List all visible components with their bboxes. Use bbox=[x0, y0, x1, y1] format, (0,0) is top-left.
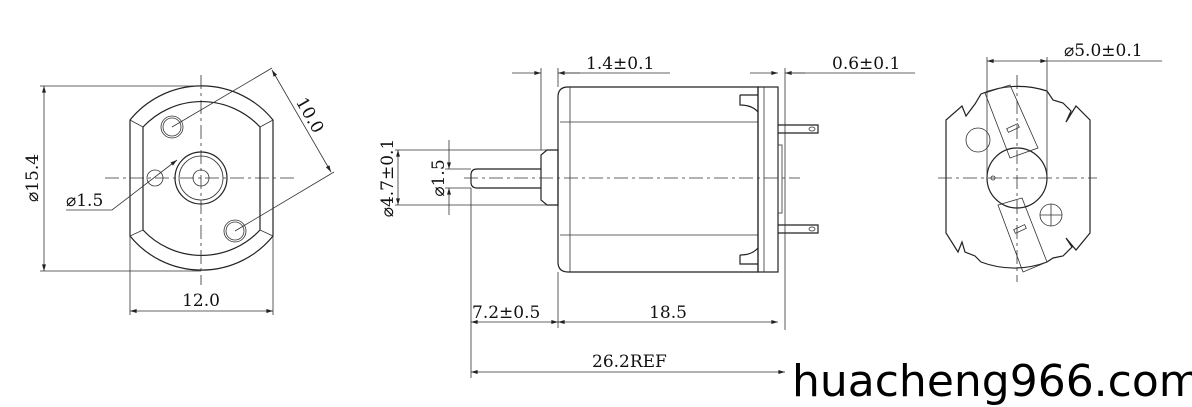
side-view: 1.4±0.1 0.6±0.1 ⌀4.7±0.1 ⌀1.5 7.2±0.5 18… bbox=[378, 54, 915, 378]
dim-hole-spacing: 10.0 bbox=[291, 94, 327, 137]
dim-shaft-length: 7.2±0.5 bbox=[472, 303, 540, 323]
dim-total-length: 26.2REF bbox=[592, 352, 667, 372]
rear-view: ⌀5.0±0.1 bbox=[938, 41, 1162, 282]
dim-width: 12.0 bbox=[182, 291, 220, 311]
dim-shaft-diameter: ⌀1.5 bbox=[429, 159, 449, 196]
dim-front-bearing: 1.4±0.1 bbox=[586, 54, 654, 74]
watermark: huacheng966.com bbox=[792, 356, 1192, 407]
dim-boss-diameter: ⌀4.7±0.1 bbox=[378, 139, 398, 218]
dim-commutator-diameter: ⌀5.0±0.1 bbox=[1064, 41, 1143, 61]
dim-outer-diameter: ⌀15.4 bbox=[23, 154, 43, 202]
dim-hole-diameter: ⌀1.5 bbox=[66, 191, 103, 211]
dim-body-length: 18.5 bbox=[649, 303, 687, 323]
front-view: ⌀15.4 12.0 10.0 ⌀1.5 bbox=[23, 67, 335, 315]
dim-rear-cap: 0.6±0.1 bbox=[832, 54, 900, 74]
